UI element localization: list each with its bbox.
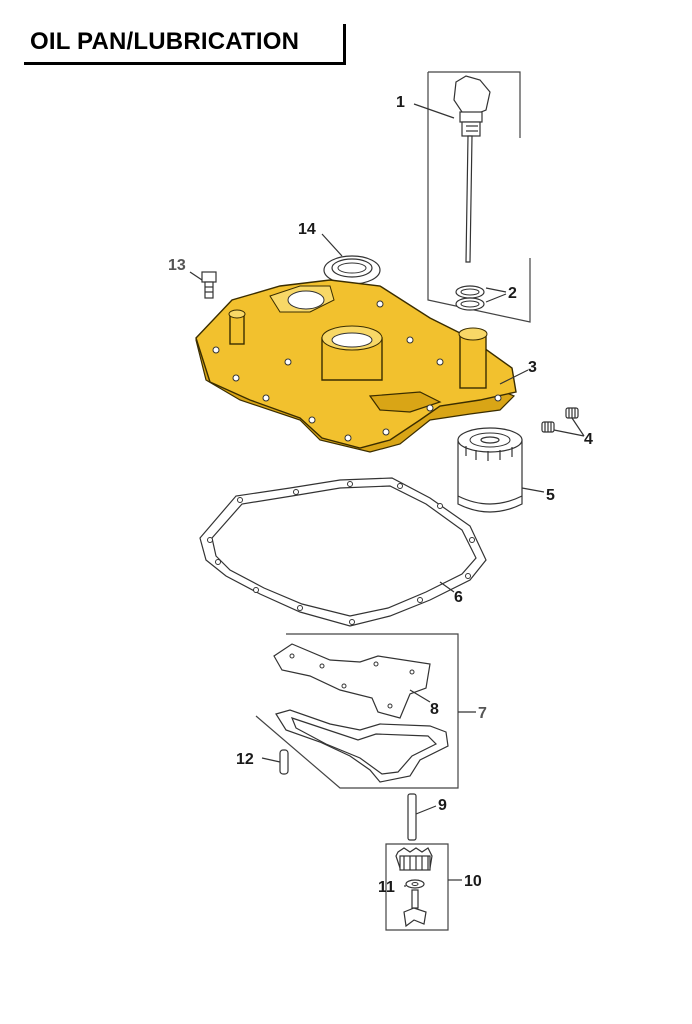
- leader-5: [521, 487, 545, 493]
- page-title: OIL PAN/LUBRICATION: [30, 28, 300, 55]
- oil-pump-impeller[interactable]: [403, 889, 427, 928]
- screen-group-bracket: [255, 633, 459, 789]
- oil-pump-gear[interactable]: [395, 847, 433, 871]
- dipstick[interactable]: [453, 75, 491, 263]
- callout-6: 6: [454, 589, 463, 606]
- callout-11: 11: [378, 879, 395, 896]
- plugs[interactable]: [541, 407, 579, 433]
- callout-1: 1: [396, 94, 405, 111]
- oil-pump-group-bracket: [385, 843, 449, 931]
- callout-3: 3: [528, 359, 537, 376]
- callout-13: 13: [168, 257, 186, 274]
- callout-2: 2: [508, 285, 517, 302]
- leader-14: [321, 233, 343, 257]
- washer[interactable]: [405, 879, 425, 889]
- leader-4b: [553, 429, 585, 437]
- oil-pan-gasket[interactable]: [199, 477, 487, 627]
- leader-13: [189, 271, 203, 281]
- leader-9: [415, 805, 437, 815]
- leader-1: [413, 103, 455, 119]
- pump-shaft[interactable]: [407, 793, 417, 841]
- title-underline: [24, 62, 346, 65]
- callout-10: 10: [464, 873, 482, 890]
- callout-4: 4: [584, 431, 593, 448]
- o-rings[interactable]: [455, 285, 485, 311]
- diagram-title-block: OIL PAN/LUBRICATION: [24, 24, 346, 65]
- callout-12: 12: [236, 751, 254, 768]
- leader-8: [409, 689, 431, 703]
- oil-screen[interactable]: [275, 709, 449, 783]
- callout-9: 9: [438, 797, 447, 814]
- leader-2b: [485, 293, 507, 303]
- leader-4a: [571, 417, 585, 437]
- baffle-plate[interactable]: [273, 643, 431, 719]
- leader-3: [499, 369, 529, 385]
- oil-filter[interactable]: [457, 427, 523, 513]
- drain-bolt[interactable]: [201, 271, 217, 299]
- dowel-pin[interactable]: [279, 749, 289, 775]
- oil-pan[interactable]: [195, 279, 517, 453]
- leader-6: [439, 581, 455, 593]
- leader-12: [261, 757, 281, 763]
- callout-5: 5: [546, 487, 555, 504]
- callout-8: 8: [430, 701, 439, 718]
- callout-14: 14: [298, 221, 316, 238]
- title-side-rule: [343, 24, 346, 65]
- callout-7: 7: [478, 705, 487, 722]
- leader-2a: [485, 287, 507, 293]
- dipstick-group-bracket: [427, 71, 531, 323]
